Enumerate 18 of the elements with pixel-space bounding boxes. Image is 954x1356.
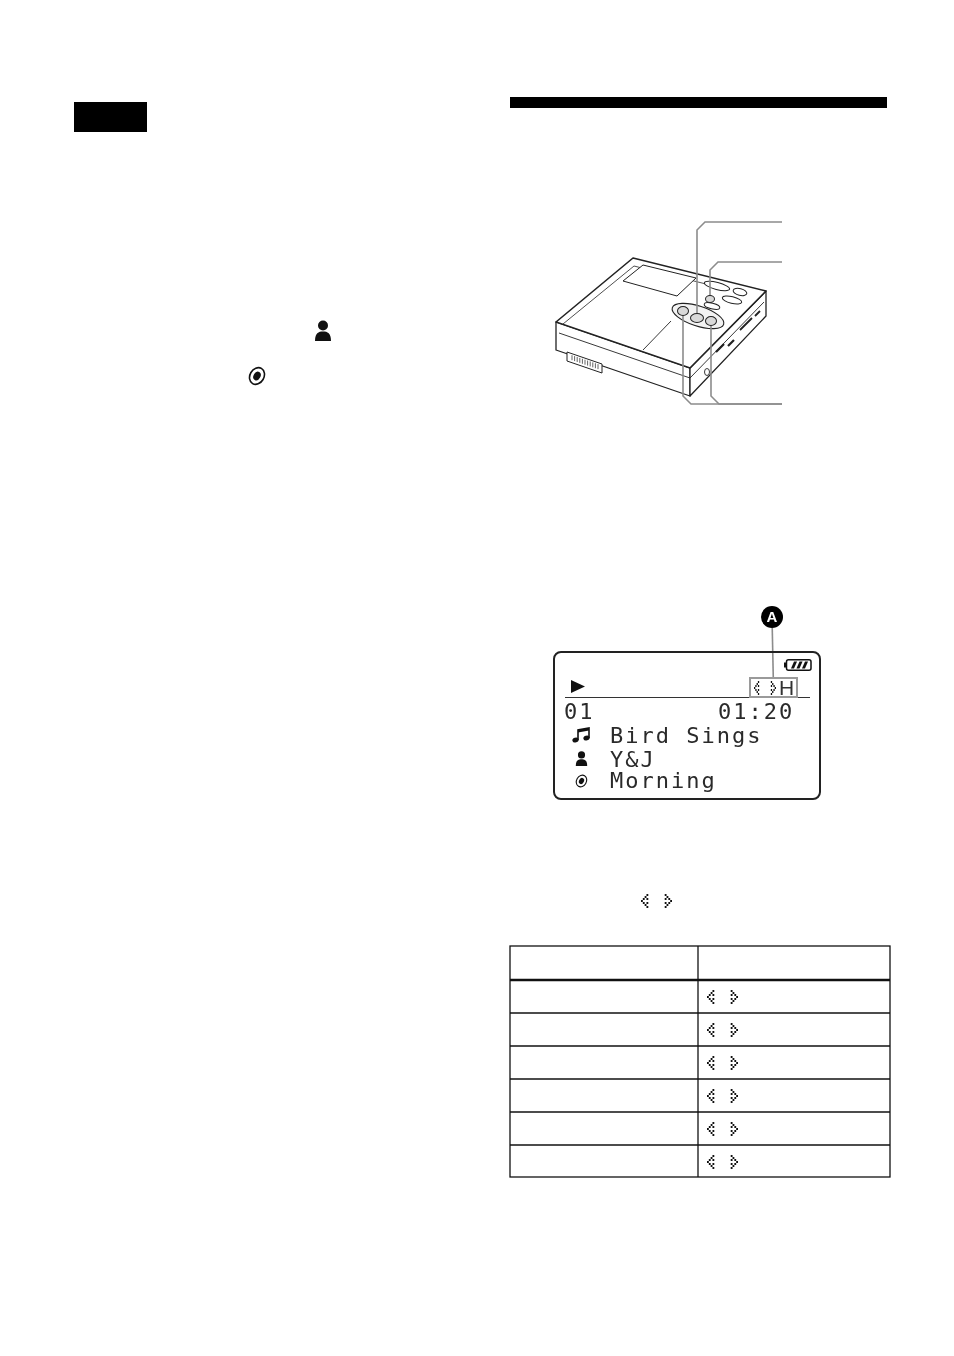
album-title: Morning — [610, 770, 717, 792]
jog-lever-left-end — [677, 306, 689, 316]
elapsed-time: 01:20 — [718, 701, 795, 723]
track-number: 01 — [564, 701, 595, 723]
leader-line — [696, 221, 783, 314]
indicator-frame — [749, 677, 798, 698]
leader-line — [710, 325, 783, 405]
track-title: Bird Sings — [610, 725, 763, 747]
callout-letter: A — [761, 606, 783, 628]
leader-line — [709, 261, 783, 296]
lcd-display — [553, 651, 821, 800]
section-tab — [74, 102, 147, 132]
jog-lever-right-end — [705, 316, 717, 326]
round-button — [705, 295, 715, 303]
leader-line — [771, 627, 775, 678]
artist-name: Y&J — [610, 749, 656, 771]
jog-lever-center — [690, 313, 704, 323]
sound-mode-letter: H — [779, 677, 795, 698]
